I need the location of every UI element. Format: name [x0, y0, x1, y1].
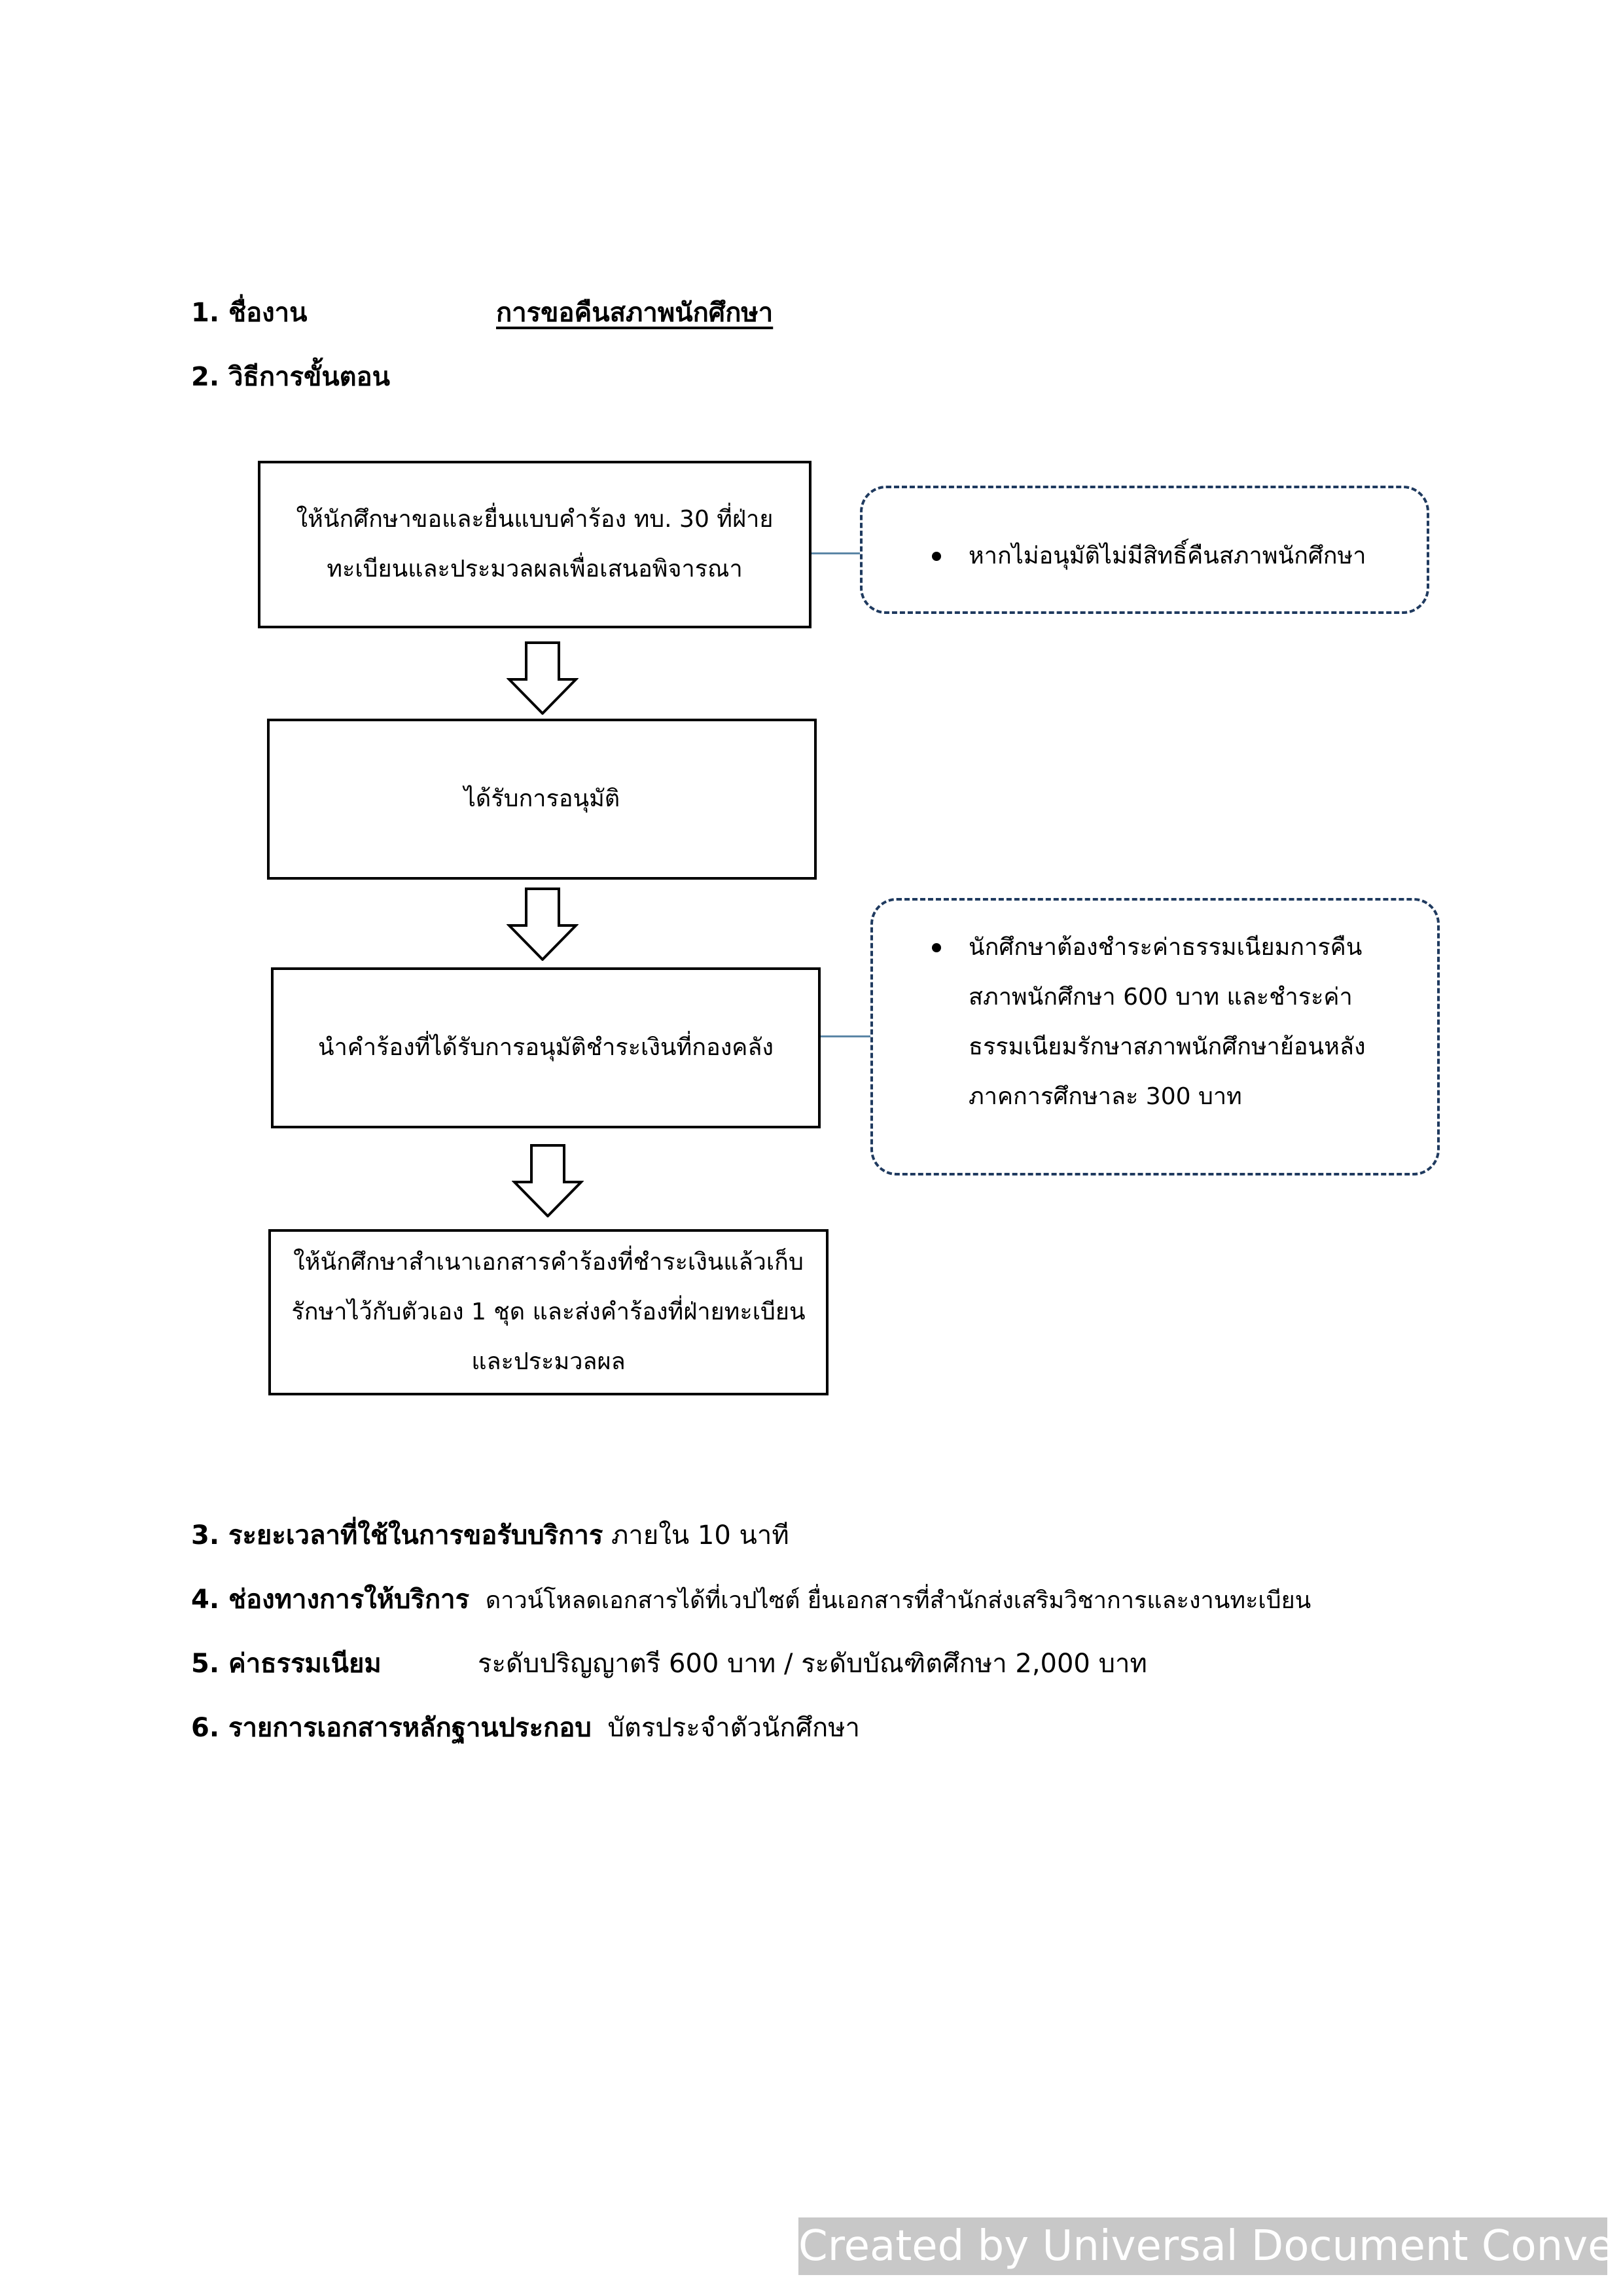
step-4-box: ให้นักศึกษาสำเนาเอกสารคำร้องที่ชำระเงินแ… — [268, 1229, 829, 1395]
step-4-text-line-2: รักษาไว้กับตัวเอง 1 ชุด และส่งคำร้องที่ฝ… — [291, 1299, 806, 1325]
section-1: 1. ชื่องาน การขอคืนสภาพนักศึกษา — [191, 296, 773, 330]
section-4-value: ดาวน์โหลดเอกสารได้ที่เวปไซต์ ยื่นเอกสารท… — [485, 1587, 1311, 1614]
down-arrow-icon — [512, 1144, 584, 1217]
note-2-text-line-4: ภาคการศึกษาละ 300 บาท — [969, 1083, 1242, 1110]
step-4-text-line-1: ให้นักศึกษาสำเนาเอกสารคำร้องที่ชำระเงินแ… — [293, 1249, 804, 1276]
step-3-box: นำคำร้องที่ได้รับการอนุมัติชำระเงินที่กอ… — [271, 967, 821, 1128]
step-2-box: ได้รับการอนุมัติ — [267, 719, 817, 880]
down-arrow-icon — [507, 641, 579, 715]
bullet-icon — [932, 552, 941, 561]
section-3: 3. ระยะเวลาที่ใช้ในการขอรับบริการ ภายใน … — [191, 1518, 789, 1552]
step-3-text: นำคำร้องที่ได้รับการอนุมัติชำระเงินที่กอ… — [317, 1034, 774, 1061]
step-1-text-line-2: ทะเบียนและประมวลผลเพื่อเสนอพิจารณา — [327, 556, 743, 583]
section-1-label: 1. ชื่องาน — [191, 298, 308, 328]
section-3-value: ภายใน 10 นาที — [611, 1520, 789, 1551]
step-1-box: ให้นักศึกษาขอและยื่นแบบคำร้อง ทบ. 30 ที่… — [258, 461, 812, 628]
note-2-text-line-3: ธรรมเนียมรักษาสภาพนักศึกษาย้อนหลัง — [969, 1033, 1366, 1060]
note-2-text-line-1: นักศึกษาต้องชำระค่าธรรมเนียมการคืน — [969, 934, 1363, 961]
note-2-text-line-2: สภาพนักศึกษา 600 บาท และชำระค่า — [969, 984, 1353, 1011]
section-3-label: 3. ระยะเวลาที่ใช้ในการขอรับบริการ — [191, 1520, 603, 1551]
section-2-label: 2. วิธีการขั้นตอน — [191, 362, 391, 392]
step-1-text-line-1: ให้นักศึกษาขอและยื่นแบบคำร้อง ทบ. 30 ที่… — [296, 506, 774, 533]
step-2-text: ได้รับการอนุมัติ — [463, 785, 620, 812]
note-2-connector — [821, 1035, 870, 1037]
section-5-value: ระดับปริญญาตรี 600 บาท / ระดับบัณฑิตศึกษ… — [478, 1649, 1147, 1679]
section-5: 5. ค่าธรรมเนียม ระดับปริญญาตรี 600 บาท /… — [191, 1647, 1147, 1681]
section-6-value: บัตรประจำตัวนักศึกษา — [607, 1713, 861, 1743]
note-1-box: หากไม่อนุมัติไม่มีสิทธิ์คืนสภาพนักศึกษา — [860, 486, 1429, 614]
section-6-label: 6. รายการเอกสารหลักฐานประกอบ — [191, 1713, 592, 1743]
section-4-label: 4. ช่องทางการให้บริการ — [191, 1585, 470, 1615]
section-4: 4. ช่องทางการให้บริการ ดาวน์โหลดเอกสารได… — [191, 1583, 1311, 1618]
note-2-box: นักศึกษาต้องชำระค่าธรรมเนียมการคืน สภาพน… — [870, 898, 1440, 1175]
step-4-text-line-3: และประมวลผล — [471, 1348, 626, 1375]
bullet-icon — [932, 943, 941, 952]
note-1-connector — [812, 552, 860, 554]
section-6: 6. รายการเอกสารหลักฐานประกอบ บัตรประจำตั… — [191, 1711, 860, 1745]
note-2-item: นักศึกษาต้องชำระค่าธรรมเนียมการคืน สภาพน… — [932, 923, 1424, 1122]
section-5-label: 5. ค่าธรรมเนียม — [191, 1649, 382, 1679]
down-arrow-icon — [507, 888, 579, 961]
converter-watermark: Created by Universal Document Converter — [798, 2217, 1623, 2275]
note-1-item: หากไม่อนุมัติไม่มีสิทธิ์คืนสภาพนักศึกษา — [932, 531, 1407, 581]
note-1-text: หากไม่อนุมัติไม่มีสิทธิ์คืนสภาพนักศึกษา — [969, 543, 1366, 569]
document-title: การขอคืนสภาพนักศึกษา — [496, 298, 774, 328]
